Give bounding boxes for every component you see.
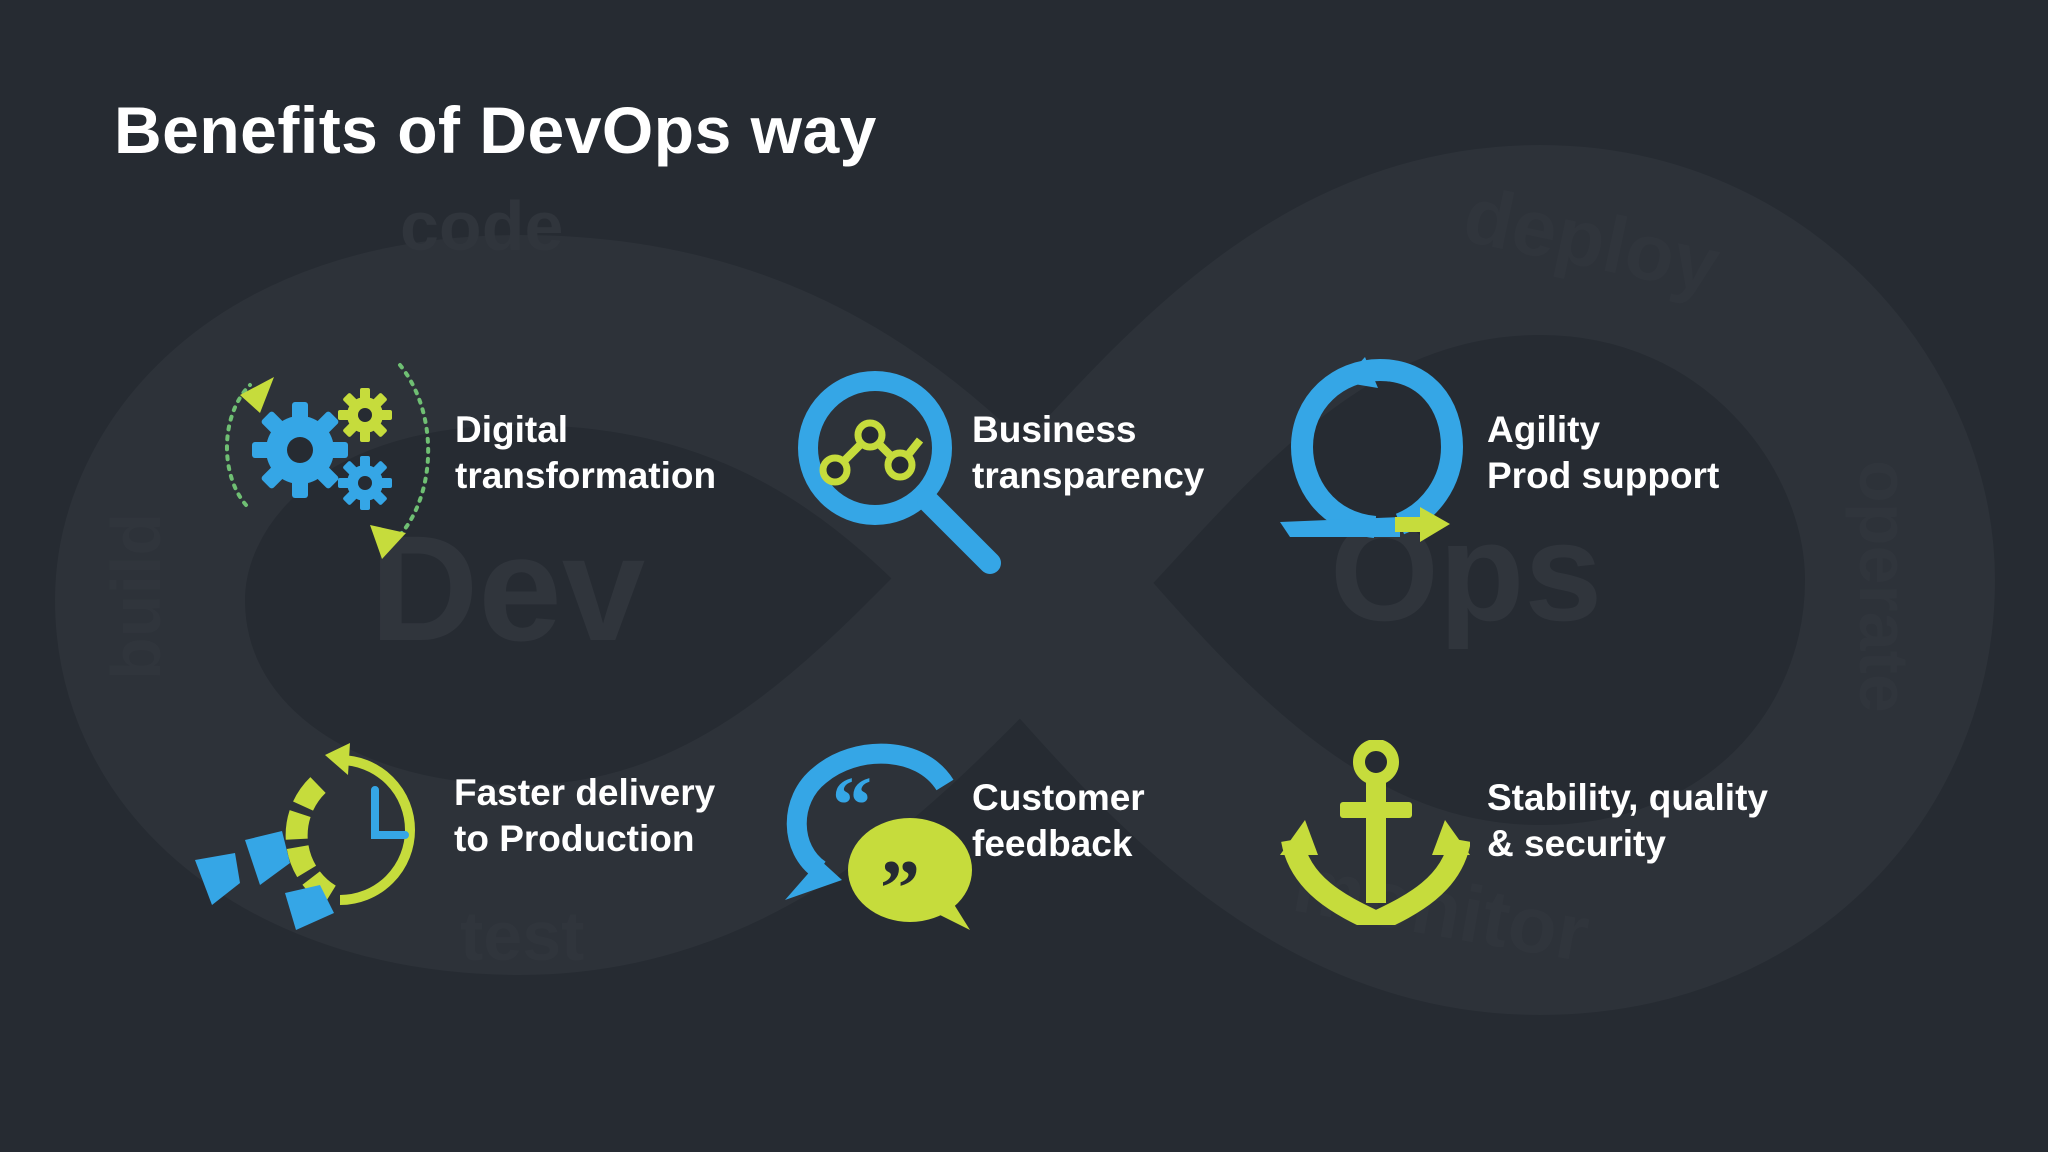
benefit-line2: & security (1487, 823, 1666, 864)
benefit-label: Customer feedback (972, 775, 1145, 867)
benefit-line1: Digital (455, 409, 569, 450)
bg-word-operate: operate (1845, 460, 1923, 713)
benefit-line2: Prod support (1487, 455, 1720, 496)
svg-text:”: ” (880, 845, 920, 930)
benefit-line1: Business (972, 409, 1137, 450)
benefit-line2: transparency (972, 455, 1205, 496)
benefit-label: Faster delivery to Production (454, 770, 715, 862)
benefit-label: Business transparency (972, 407, 1204, 499)
speech-quotes-icon: “ ” (785, 743, 972, 930)
gears-cycle-icon (225, 363, 431, 559)
benefit-line2: feedback (972, 823, 1133, 864)
bg-word-dev: Dev (370, 504, 645, 672)
benefit-line1: Stability, quality (1487, 777, 1768, 818)
bg-word-test: test (460, 897, 584, 975)
bg-word-build: build (97, 513, 175, 680)
slide-title: Benefits of DevOps way (114, 93, 877, 167)
benefit-line2: to Production (454, 818, 695, 859)
clock-speed-icon (195, 743, 415, 930)
benefit-label: Digital transformation (455, 407, 716, 499)
magnifier-chart-icon (798, 371, 1001, 574)
benefit-line2: transformation (455, 455, 717, 496)
benefit-label: Agility Prod support (1487, 407, 1719, 499)
circular-arrow-icon (1280, 357, 1464, 542)
anchor-icon (1280, 740, 1470, 925)
benefit-line1: Agility (1487, 409, 1601, 450)
benefit-line1: Faster delivery (454, 772, 716, 813)
bg-word-code: code (400, 187, 563, 265)
benefit-label: Stability, quality & security (1487, 775, 1768, 867)
benefit-line1: Customer (972, 777, 1145, 818)
